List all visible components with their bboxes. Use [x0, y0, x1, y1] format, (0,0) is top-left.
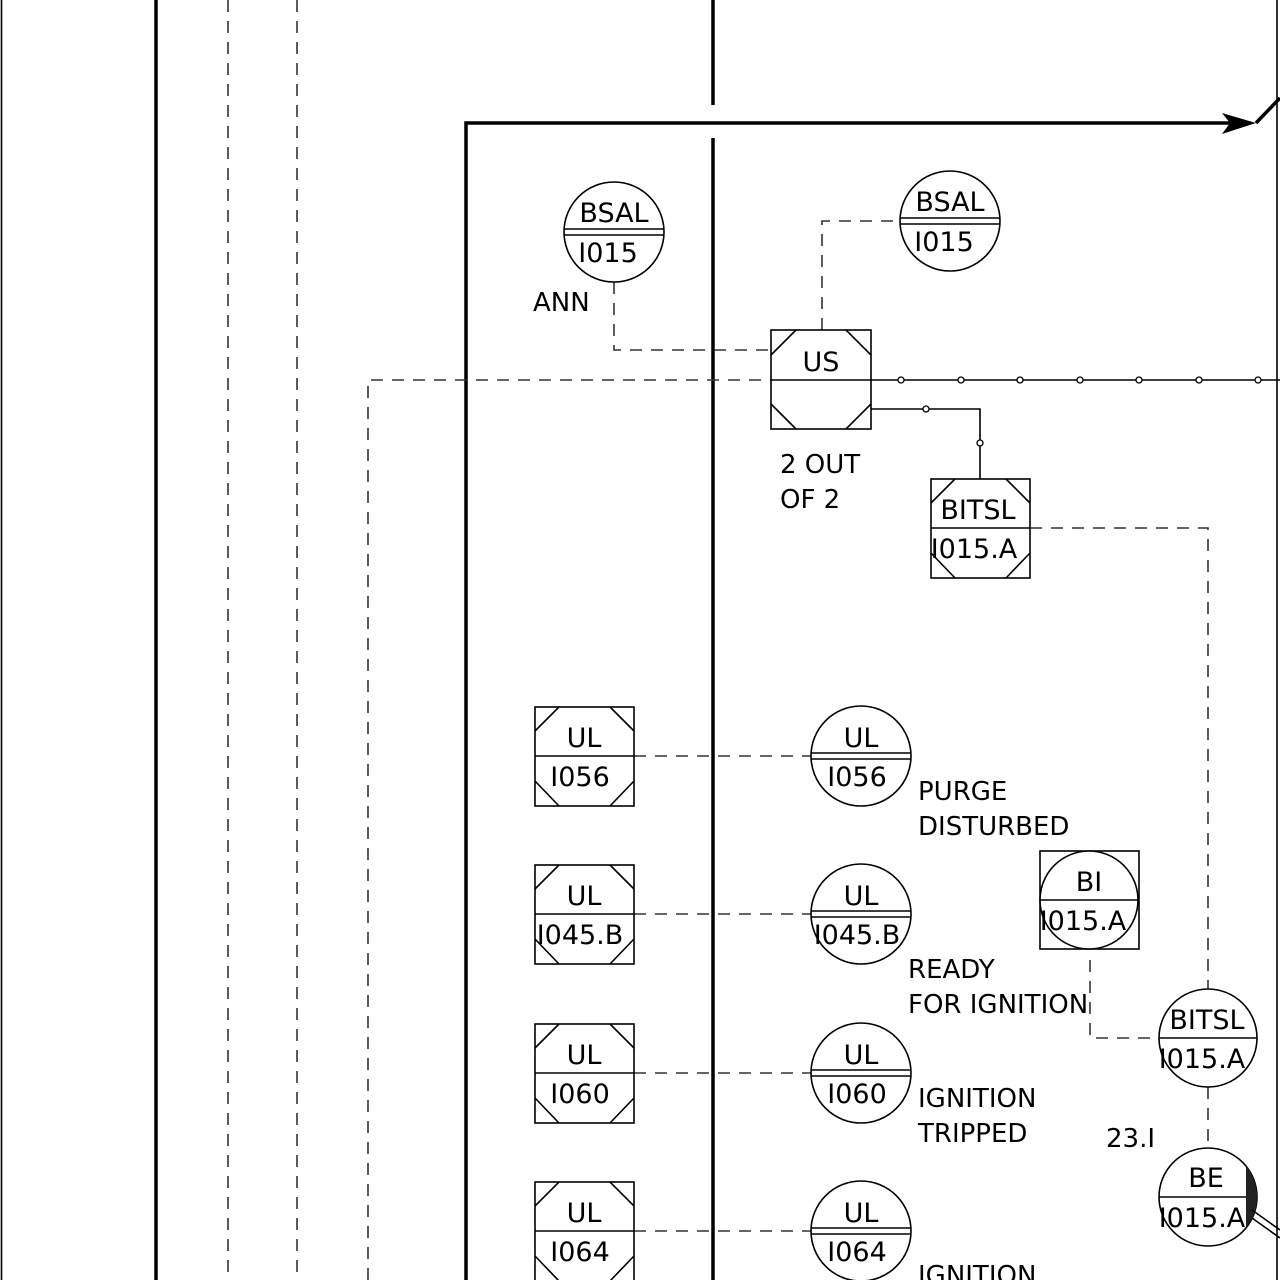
ul-1045-logic: UL I045.B	[534, 864, 635, 965]
purge-label-line1: PURGE	[918, 777, 1007, 807]
instrument-loop: I056	[550, 762, 610, 793]
ready-label-line1: READY	[908, 955, 995, 985]
bitsl-upper-logic: BITSL I015.A	[930, 478, 1031, 579]
instrument-function: UL	[844, 881, 879, 912]
instrument-function: UL	[567, 881, 602, 912]
instrument-function: UL	[567, 723, 602, 754]
instrument-function: UL	[567, 1040, 602, 1071]
ul-1060-light: UL I060	[810, 1022, 912, 1124]
process-line	[464, 121, 1238, 1280]
bi-shared-display: BI I015.A	[1039, 850, 1140, 950]
ul-1056-light: UL I056	[810, 705, 912, 807]
instrument-loop: I060	[550, 1079, 610, 1110]
reference-label: 23.I	[1106, 1124, 1155, 1154]
software-link-dots	[897, 376, 1262, 384]
tripped-label-line2: TRIPPED	[917, 1119, 1027, 1149]
signal-line-bi	[1089, 960, 1160, 1039]
ul-1060-logic: UL I060	[534, 1023, 635, 1124]
link-dot	[922, 405, 930, 413]
signal-line-bitsl	[1030, 527, 1209, 990]
signal-line-ann	[613, 282, 771, 351]
instrument-function: UL	[567, 1198, 602, 1229]
link-dot	[976, 439, 984, 447]
bitsl-lower-instrument: BITSL I015.A	[1158, 988, 1258, 1088]
instrument-loop: I015.A	[1040, 906, 1127, 937]
ul-1064-light: UL I064	[810, 1180, 912, 1282]
instrument-loop: I015.A	[1159, 1044, 1246, 1075]
instrument-loop: I015	[578, 238, 638, 269]
instrument-loop: I015.A	[931, 534, 1018, 565]
instrument-loop: I064	[550, 1237, 610, 1268]
instrument-loop: I045.B	[814, 920, 901, 951]
instrument-loop: I015.A	[1159, 1203, 1246, 1234]
bsal-ann-instrument: BSAL I015	[563, 181, 665, 283]
instrument-loop: I045.B	[537, 920, 624, 951]
ignition-partial-label: IGNITION	[918, 1261, 1036, 1280]
instrument-function: BI	[1076, 867, 1103, 898]
instrument-function: BITSL	[1169, 1005, 1244, 1036]
be-element-instrument: BE I015.A	[1158, 1147, 1280, 1247]
instrument-function: UL	[844, 723, 879, 754]
flame-detector-lens	[1246, 1166, 1258, 1228]
voting-label-line2: OF 2	[780, 485, 840, 515]
ready-label-line2: FOR IGNITION	[908, 990, 1088, 1020]
ann-label: ANN	[533, 288, 590, 318]
purge-label-line2: DISTURBED	[918, 812, 1069, 842]
ul-1056-logic: UL I056	[534, 706, 635, 807]
instrument-function: BITSL	[940, 495, 1015, 526]
instrument-function: BSAL	[915, 187, 984, 218]
bsal-field-instrument: BSAL I015	[899, 170, 1001, 272]
instrument-function: US	[803, 347, 840, 378]
instrument-function: BE	[1188, 1163, 1224, 1194]
ul-1064-logic: UL I064	[534, 1181, 635, 1282]
process-line-continuation	[1254, 96, 1280, 125]
instrument-loop: I015	[914, 227, 974, 258]
ul-1045-light: UL I045.B	[810, 863, 912, 965]
signal-line-bsal	[821, 220, 902, 330]
instrument-loop: I056	[827, 762, 887, 793]
flow-arrow-icon	[1222, 113, 1256, 134]
instrument-function: UL	[844, 1040, 879, 1071]
us-logic-block: US	[770, 329, 872, 430]
signal-line-to-us	[367, 379, 771, 1280]
instrument-function: BSAL	[579, 198, 648, 229]
instrument-function: UL	[844, 1198, 879, 1229]
software-link-to-bitsl	[871, 408, 981, 479]
tripped-label-line1: IGNITION	[918, 1084, 1036, 1114]
voting-label-line1: 2 OUT	[780, 450, 860, 480]
instrument-loop: I064	[827, 1237, 887, 1268]
instrument-loop: I060	[827, 1079, 887, 1110]
